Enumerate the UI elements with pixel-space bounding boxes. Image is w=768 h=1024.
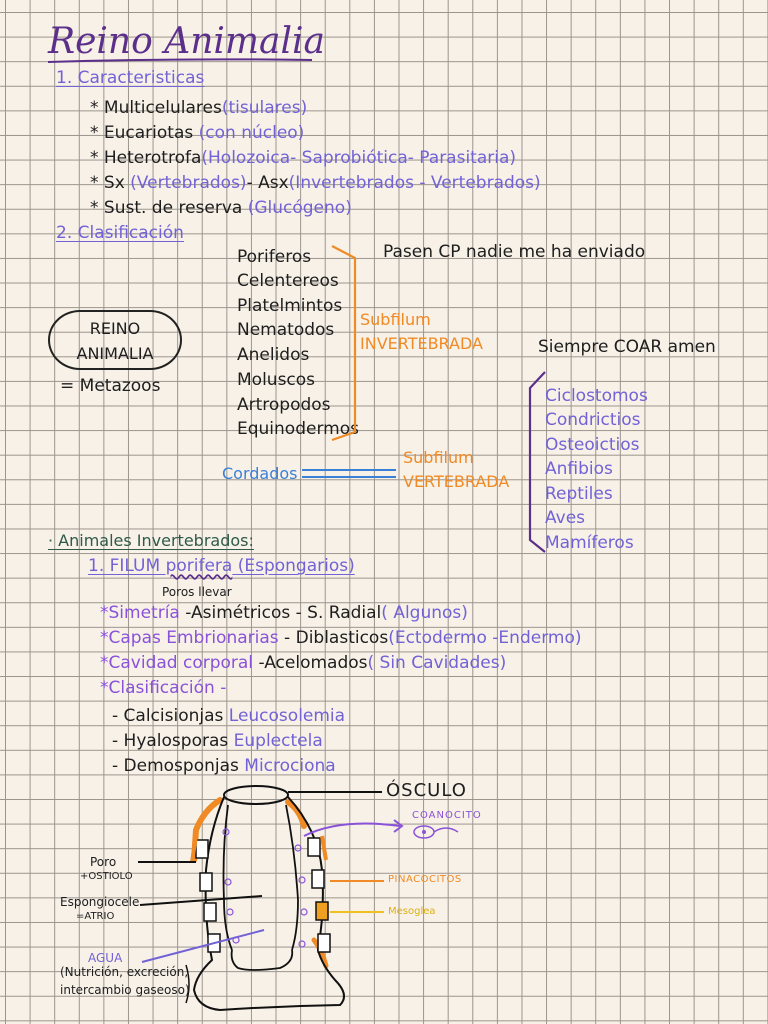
osculo-opening [223, 785, 289, 805]
section-caracteristicas-heading: 1. Caracteristicas [56, 68, 205, 88]
filum-porifera-title: 1. FILUM porifera (Espongarios) [88, 556, 355, 576]
invertebrate-group: Nematodos [237, 320, 335, 340]
list-item: * Eucariotas (con núcleo) [90, 123, 305, 143]
poro-label: Poro [90, 855, 117, 869]
reino-animalia-box: REINO ANIMALIA [48, 310, 182, 370]
invertebrate-group: Platelmintos [237, 296, 343, 316]
subfilum-invertebrada-label-1: Subfilum [360, 310, 431, 329]
vertebrate-class: Mamíferos [545, 533, 634, 553]
ostiolo-label: +OSTIOLO [80, 871, 133, 882]
pinacocitos-label: PINACOCITOS [388, 874, 462, 885]
invertebrate-group: Poriferos [237, 247, 312, 267]
page-title: Reino Animalia [48, 21, 326, 62]
agua-label: AGUA [88, 951, 123, 965]
list-item: * Sust. de reserva (Glucógeno) [90, 198, 352, 218]
porifera-subclass: - Hyalosporas Euplectela [112, 731, 323, 751]
cordados-label: Cordados [222, 464, 298, 483]
section-clasificacion-heading: 2. Clasificación [56, 223, 184, 243]
mesoglea-label: Mesoglea [388, 906, 436, 917]
porifera-subclass: - Demosponjas Microciona [112, 756, 336, 776]
vertebrate-bracket [528, 371, 546, 553]
subfilum-vertebrada-label-2: VERTEBRADA [403, 472, 510, 491]
agua-line [141, 929, 265, 963]
reino-line: REINO [89, 319, 141, 338]
vertebrate-class: Osteoictios [545, 435, 640, 455]
list-item: * Multicelulares(tisulares) [90, 98, 308, 118]
coanocito-arrow [303, 822, 401, 837]
porifera-subclass: - Calcisionjas Leucosolemia [112, 706, 346, 726]
invertebrate-bracket [331, 245, 357, 442]
vertebrate-class: Ciclostomos [545, 386, 648, 406]
note-coar: Siempre COAR amen [538, 337, 716, 357]
porifera-property: *Simetría -Asimétricos - S. Radial( Algu… [100, 603, 468, 623]
invertebrados-heading: · Animales Invertebrados: [48, 531, 254, 550]
agua-note-line-1: (Nutrición, excreción, [60, 965, 189, 979]
vertebrate-class: Anfibios [545, 459, 613, 479]
subfilum-vertebrada-label-1: Subfilum [403, 448, 474, 467]
vertebrate-class: Reptiles [545, 484, 613, 504]
vertebrate-class: Aves [545, 508, 586, 528]
agua-note-line-2: intercambio gaseoso) [60, 983, 190, 997]
filum-note: Poros llevar [162, 585, 232, 599]
invertebrate-group: Anelidos [237, 345, 310, 365]
atrio-label: =ATRIO [76, 911, 115, 922]
porifera-property: *Clasificación - [100, 678, 227, 698]
invertebrate-group: Artropodos [237, 395, 331, 415]
porifera-property: *Capas Embrionarias - Diblasticos(Ectode… [100, 628, 582, 648]
osculo-label: ÓSCULO [386, 780, 467, 801]
list-item: * Sx (Vertebrados)- Asx(Invertebrados - … [90, 173, 541, 193]
metazoos-label: = Metazoos [60, 376, 161, 396]
invertebrate-group: Equinodermos [237, 419, 359, 439]
porifera-property: *Cavidad corporal -Acelomados( Sin Cavid… [100, 653, 507, 673]
invertebrate-group: Moluscos [237, 370, 316, 390]
invertebrate-group: Celentereos [237, 271, 339, 291]
espongiocele-line [139, 895, 263, 906]
coanocito-label: COANOCITO [412, 810, 482, 821]
list-item: * Heterotrofa(Holozoica- Saprobiótica- P… [90, 148, 517, 168]
vertebrate-class: Condrictios [545, 410, 641, 430]
note-pasen-cp: Pasen CP nadie me ha enviado [383, 242, 646, 262]
espongiocele-label: Espongiocele [60, 895, 140, 909]
subfilum-invertebrada-label-2: INVERTEBRADA [360, 334, 483, 353]
classification-brackets [302, 245, 546, 553]
title-underline [47, 58, 313, 63]
animalia-line: ANIMALIA [76, 344, 154, 363]
